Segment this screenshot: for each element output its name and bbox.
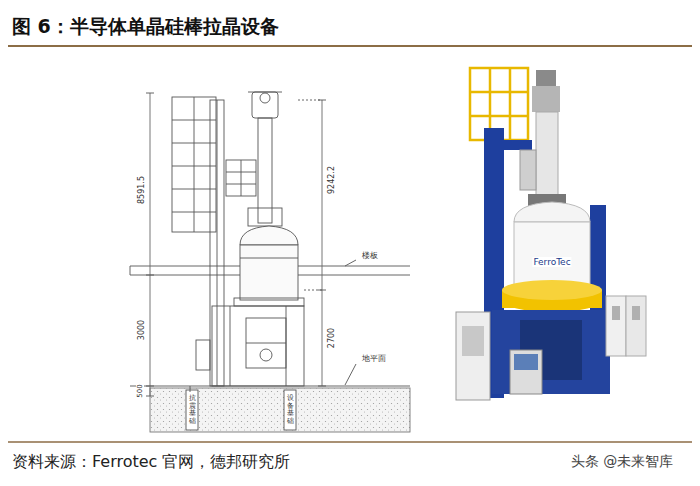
technical-drawing-part — [234, 298, 304, 306]
technical-drawing-part — [196, 340, 210, 370]
part-label: 设备基础 — [286, 395, 295, 426]
technical-drawing-part — [230, 306, 231, 386]
technical-drawing-part — [150, 93, 151, 386]
rule-lines-part — [8, 441, 692, 443]
equipment-photo-part — [606, 296, 626, 356]
equipment-photo-part — [492, 310, 610, 394]
source-caption: 资料来源：Ferrotec 官网，德邦研究所 — [12, 452, 290, 473]
equipment-photo-part-part — [470, 115, 528, 118]
equipment-photo-part — [532, 86, 560, 112]
technical-drawing-part — [248, 208, 282, 226]
technical-drawing-part — [248, 92, 282, 93]
equipment-photo-part — [510, 350, 542, 394]
equipment-photo — [456, 68, 646, 400]
technical-drawing-part — [284, 390, 296, 430]
technical-drawing-part — [226, 160, 256, 196]
technical-drawing-part — [246, 318, 286, 368]
watermark: 头条 @未来智库 — [570, 453, 674, 471]
technical-drawing-part — [345, 260, 356, 266]
dimension: 8591.5 — [137, 175, 146, 205]
technical-drawing-part — [172, 97, 216, 232]
equipment-photo-part — [514, 202, 590, 222]
technical-drawing-part — [212, 306, 304, 386]
equipment-photo-part — [514, 354, 538, 370]
dimension: 9242.2 — [327, 165, 336, 195]
part-label: 地平面 — [361, 353, 387, 364]
equipment-photo-part — [456, 312, 490, 400]
technical-drawing-part — [258, 118, 272, 223]
technical-drawing-part — [318, 386, 326, 387]
dimension: 2700 — [327, 327, 336, 349]
equipment-photo-part — [462, 326, 484, 356]
technical-drawing-part — [246, 343, 286, 344]
technical-drawing-part — [146, 275, 154, 276]
equipment-photo-part — [612, 306, 620, 320]
technical-drawing-part — [150, 386, 151, 396]
brand-mark: FerroTec — [532, 257, 571, 267]
technical-drawing-part — [150, 388, 410, 432]
technical-drawing-part — [260, 349, 272, 361]
technical-drawing-part — [240, 226, 298, 245]
technical-drawing-part — [322, 100, 323, 386]
technical-drawing-part — [298, 100, 322, 101]
dimension: 500 — [136, 383, 144, 398]
technical-drawing-part — [241, 160, 242, 196]
equipment-photo-part — [536, 70, 556, 86]
equipment-photo-part — [520, 150, 536, 190]
equipment-photo-part — [632, 306, 640, 320]
equipment-photo-part — [536, 112, 558, 202]
rule-lines-part — [8, 45, 692, 47]
technical-drawing-part — [240, 258, 298, 259]
figure-title: 图 6：半导体单晶硅棒拉晶设备 — [12, 14, 279, 40]
technical-drawing-part — [146, 93, 154, 94]
technical-drawing-part — [186, 390, 198, 430]
equipment-photo-part — [504, 140, 532, 150]
part-label: 楼板 — [361, 250, 379, 261]
technical-drawing-part — [345, 364, 356, 385]
equipment-photo-part — [502, 280, 602, 300]
technical-drawing-part — [240, 245, 298, 300]
equipment-photo-part — [626, 296, 646, 356]
technical-drawing-part — [130, 266, 131, 275]
technical-drawing-part — [304, 290, 322, 291]
technical-drawing — [130, 92, 410, 432]
equipment-photo-part-part — [509, 68, 512, 140]
technical-drawing-part — [252, 92, 278, 118]
rule-lines — [8, 46, 692, 442]
technical-drawing-part — [190, 386, 191, 392]
dimension: 3000 — [137, 319, 146, 341]
technical-drawing-part — [194, 97, 195, 232]
technical-drawing-part — [217, 100, 218, 386]
technical-drawing-part — [260, 93, 270, 103]
part-label: 抗震基础 — [188, 395, 197, 426]
equipment-photo-part-part — [470, 91, 528, 94]
